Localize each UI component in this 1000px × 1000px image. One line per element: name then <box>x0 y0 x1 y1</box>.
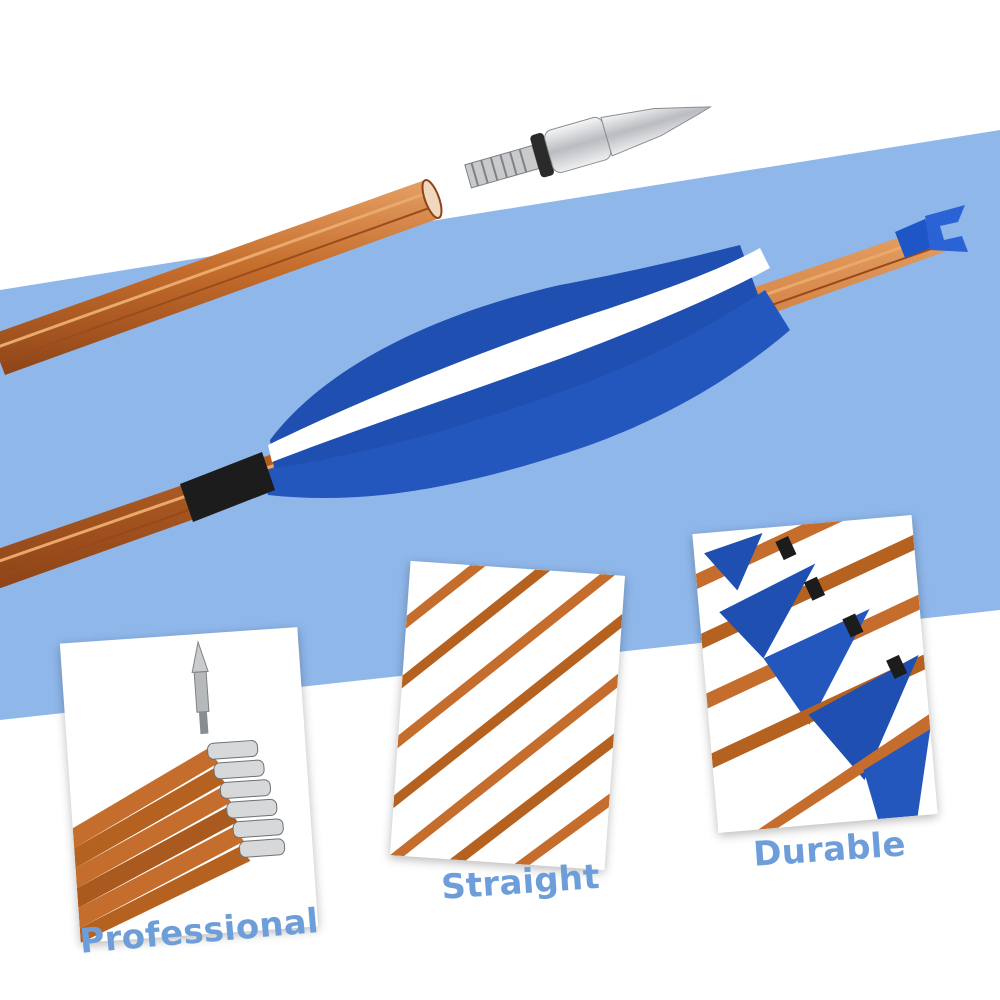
white-feather-fletching <box>268 248 770 462</box>
fletched-arrows <box>695 514 931 830</box>
arrow-points-photo <box>72 640 286 943</box>
shaft-bundle <box>72 748 251 943</box>
diagonal-shafts <box>389 565 623 865</box>
fletched-arrows-photo <box>695 514 931 830</box>
professional-card <box>59 627 319 943</box>
arrow-point-icon <box>191 640 210 735</box>
upper-arrow-shaft <box>0 179 443 375</box>
straight-card <box>389 560 626 871</box>
arrow-shafts-photo <box>389 565 623 865</box>
durable-card <box>692 514 938 834</box>
black-wraps <box>775 536 908 679</box>
field-point-icon <box>464 106 713 189</box>
arrow-nock-icon <box>895 205 968 258</box>
arrow-wrap <box>180 452 275 522</box>
metal-tips <box>207 740 286 858</box>
